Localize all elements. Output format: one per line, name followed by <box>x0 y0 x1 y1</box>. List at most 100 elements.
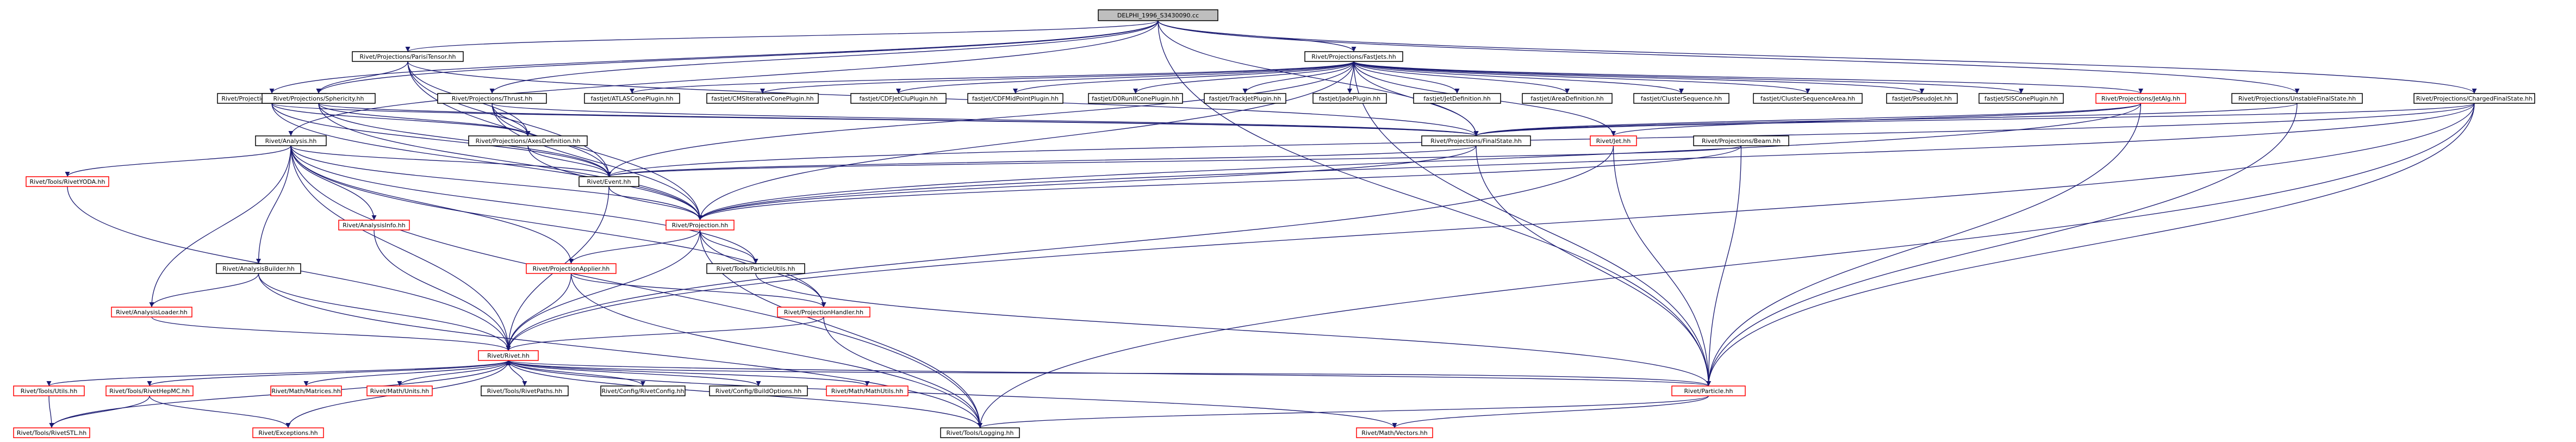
edge-particle-to-logging <box>978 395 1709 428</box>
edge-utils-to-rivetStl <box>48 395 54 428</box>
node-exceptions[interactable]: Rivet/Exceptions.hh <box>252 427 324 438</box>
node-utils[interactable]: Rivet/Tools/Utils.hh <box>13 385 85 396</box>
node-root: DELPHI_1996_S3430090.cc <box>1098 9 1218 21</box>
node-fastJets[interactable]: Rivet/Projections/FastJets.hh <box>1304 51 1403 62</box>
edge-analysis-to-analysisBuilder <box>256 145 291 264</box>
edge-sphericity-to-event <box>318 103 612 177</box>
node-beam[interactable]: Rivet/Projections/Beam.hh <box>1693 135 1789 146</box>
node-box-pseudoJet <box>1886 93 1958 104</box>
node-axesDef[interactable]: Rivet/Projections/AxesDefinition.hh <box>468 135 588 146</box>
node-logging[interactable]: Rivet/Tools/Logging.hh <box>940 427 1020 438</box>
node-label-particleUtils: Rivet/Tools/ParticleUtils.hh <box>716 265 795 272</box>
node-label-root: DELPHI_1996_S3430090.cc <box>1117 12 1199 19</box>
node-thrust[interactable]: Rivet/Projections/Thrust.hh <box>437 93 547 104</box>
node-projection[interactable]: Rivet/Projection.hh <box>665 220 735 231</box>
node-particle[interactable]: Rivet/Particle.hh <box>1671 385 1746 396</box>
node-label-sphericity: Rivet/Projections/Sphericity.hh <box>273 95 364 102</box>
node-box-rivetHepMC <box>105 385 194 396</box>
node-box-jet <box>1590 135 1637 146</box>
edge-projection-to-rivet <box>506 229 701 351</box>
node-rivetPaths[interactable]: Rivet/Tools/RivetPaths.hh <box>481 385 569 396</box>
edge-chargedFS-to-projection <box>698 103 2475 221</box>
edge-analysisInfo-to-rivet <box>374 229 511 351</box>
edge-axesDef-to-event <box>527 145 612 177</box>
node-rivet[interactable]: Rivet/Rivet.hh <box>478 350 539 361</box>
edge-analysis-to-rivet <box>290 145 511 351</box>
node-box-utils <box>13 385 85 396</box>
edge-chargedFS-to-finalState <box>1474 103 2475 136</box>
node-label-rivetHepMC: Rivet/Tools/RivetHepMC.hh <box>109 388 190 395</box>
node-atlasCone[interactable]: fastjet/ATLASConePlugin.hh <box>584 93 680 104</box>
node-mathUnits[interactable]: Rivet/Math/Units.hh <box>366 385 433 396</box>
node-label-d0RunII: fastjet/D0RunIIConePlugin.hh <box>1092 95 1179 102</box>
node-jet[interactable]: Rivet/Jet.hh <box>1590 135 1637 146</box>
node-box-exceptions <box>252 427 324 438</box>
node-siscone[interactable]: fastjet/SISConePlugin.hh <box>1978 93 2064 104</box>
nodes-layer: DELPHI_1996_S3430090.ccRivet/Projections… <box>13 9 2535 438</box>
node-label-rivetStl: Rivet/Tools/RivetSTL.hh <box>17 429 86 437</box>
node-label-clusterSeqArea: fastjet/ClusterSequenceArea.hh <box>1760 95 1856 102</box>
node-cdfJetClu[interactable]: fastjet/CDFJetCluPlugin.hh <box>850 93 947 104</box>
node-cdfMidPoint[interactable]: fastjet/CDFMidPointPlugin.hh <box>967 93 1063 104</box>
node-mathMatrices[interactable]: Rivet/Math/Matrices.hh <box>270 385 342 396</box>
node-box-mathMatrices <box>270 385 342 396</box>
node-jetDef[interactable]: fastjet/JetDefinition.hh <box>1413 93 1501 104</box>
edge-rivetHepMC-to-exceptions <box>149 395 291 428</box>
node-sphericity[interactable]: Rivet/Projections/Sphericity.hh <box>262 93 376 104</box>
node-projHandler[interactable]: Rivet/ProjectionHandler.hh <box>777 307 870 318</box>
edge-sphericity-to-finalState <box>318 103 1478 136</box>
edge-analysisBuilder-to-rivet <box>258 273 511 351</box>
node-unstableFS[interactable]: Rivet/Projections/UnstableFinalState.hh <box>2231 93 2363 104</box>
edge-analysis-to-analysisInfo <box>290 145 377 221</box>
node-chargedFS[interactable]: Rivet/Projections/ChargedFinalState.hh <box>2413 93 2535 104</box>
node-box-jetAlg <box>2095 93 2186 104</box>
node-rivetYoda[interactable]: Rivet/Tools/RivetYODA.hh <box>26 176 109 187</box>
edge-projApplier-to-rivet <box>506 273 572 351</box>
node-label-atlasCone: fastjet/ATLASConePlugin.hh <box>590 95 673 102</box>
node-particleUtils[interactable]: Rivet/Tools/ParticleUtils.hh <box>706 263 805 274</box>
node-label-fastJets: Rivet/Projections/FastJets.hh <box>1311 53 1396 60</box>
edge-analysis-to-particleUtils <box>290 145 758 264</box>
node-clusterSeqArea[interactable]: fastjet/ClusterSequenceArea.hh <box>1753 93 1863 104</box>
node-finalState[interactable]: Rivet/Projections/FinalState.hh <box>1421 135 1531 146</box>
edge-fastJets-to-jetAlg <box>1353 61 2143 94</box>
node-mathVectors[interactable]: Rivet/Math/Vectors.hh <box>1356 427 1433 438</box>
node-cmsCone[interactable]: fastjet/CMSIterativeConePlugin.hh <box>706 93 819 104</box>
node-projApplier[interactable]: Rivet/ProjectionApplier.hh <box>526 263 617 274</box>
node-rivetConfig[interactable]: Rivet/Config/RivetConfig.hh <box>600 385 686 396</box>
node-box-siscone <box>1978 93 2064 104</box>
node-analysisBuilder[interactable]: Rivet/AnalysisBuilder.hh <box>216 263 301 274</box>
node-mathUtils[interactable]: Rivet/Math/MathUtils.hh <box>826 385 909 396</box>
edge-fastJets-to-trackJet <box>1242 61 1354 94</box>
node-event[interactable]: Rivet/Event.hh <box>578 176 639 187</box>
edge-rivet-to-mathUtils <box>508 360 870 387</box>
node-jade[interactable]: fastjet/JadePlugin.hh <box>1312 93 1387 104</box>
node-rivetStl[interactable]: Rivet/Tools/RivetSTL.hh <box>13 427 90 438</box>
edge-analysis-to-event <box>290 145 612 177</box>
node-box-buildOptions <box>709 385 808 396</box>
node-label-thrust: Rivet/Projections/Thrust.hh <box>452 95 533 102</box>
edge-rivet-to-buildOptions <box>508 360 761 387</box>
node-trackJet[interactable]: fastjet/TrackJetPlugin.hh <box>1204 93 1286 104</box>
node-box-logging <box>940 427 1020 438</box>
edge-fastJets-to-projection <box>698 61 1354 221</box>
node-label-rivet: Rivet/Rivet.hh <box>487 352 530 359</box>
edge-chargedFS-to-rivet <box>506 103 2475 351</box>
edge-root-to-hemispheres <box>269 20 1159 94</box>
node-clusterSeq[interactable]: fastjet/ClusterSequence.hh <box>1633 93 1729 104</box>
node-areaDef[interactable]: fastjet/AreaDefinition.hh <box>1522 93 1613 104</box>
node-paraTensor[interactable]: Rivet/Projections/ParisiTensor.hh <box>352 51 464 62</box>
node-rivetHepMC[interactable]: Rivet/Tools/RivetHepMC.hh <box>105 385 194 396</box>
edge-root-to-chargedFS <box>1158 20 2477 94</box>
edge-jet-to-rivet <box>506 145 1614 351</box>
node-box-root <box>1098 9 1218 21</box>
node-analysis[interactable]: Rivet/Analysis.hh <box>255 135 327 146</box>
node-analysisInfo[interactable]: Rivet/AnalysisInfo.hh <box>338 220 410 231</box>
node-analysisLoader[interactable]: Rivet/AnalysisLoader.hh <box>111 307 192 318</box>
node-d0RunII[interactable]: fastjet/D0RunIIConePlugin.hh <box>1088 93 1183 104</box>
edge-projection-to-projApplier <box>569 229 701 264</box>
edge-hemispheres-to-axesDef <box>271 103 531 136</box>
node-pseudoJet[interactable]: fastjet/PseudoJet.hh <box>1886 93 1958 104</box>
node-buildOptions[interactable]: Rivet/Config/BuildOptions.hh <box>709 385 808 396</box>
node-jetAlg[interactable]: Rivet/Projections/JetAlg.hh <box>2095 93 2186 104</box>
